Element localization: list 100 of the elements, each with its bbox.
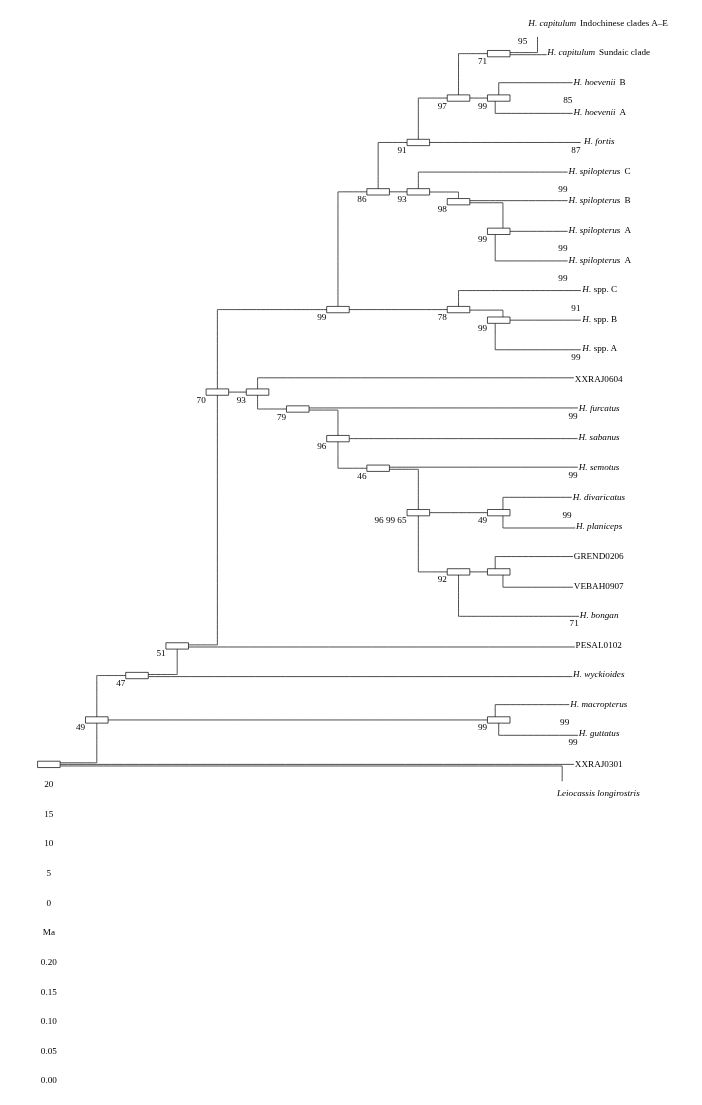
node-text: H. spilopterus C [568,165,631,176]
connector [59,722,98,764]
node-bar [406,188,430,196]
node-label: 99 [568,411,578,422]
node-bar [406,138,430,146]
node-bar [326,435,350,443]
connector [458,53,488,96]
connector [337,191,368,307]
label: 5 [46,868,52,879]
node-label: 93 [236,394,246,405]
node-text: H. planiceps [575,521,623,532]
label: 0 [46,897,52,908]
connector [389,468,419,510]
connector [188,646,576,648]
node-label: 49 [76,722,86,733]
node-bar [446,94,471,102]
connector [429,512,488,513]
label: 0.15 [40,986,57,997]
node-bar [446,306,471,314]
node-text: H. bongan [579,610,619,621]
connector [494,556,574,569]
connector [469,97,488,99]
connector [494,323,582,351]
node-label: 99 [317,312,327,323]
node-label: 71 [569,618,579,629]
connector [418,515,448,573]
connector [389,466,579,468]
connector [509,54,547,56]
node-label: 91 [571,302,581,313]
label: 0.05 [40,1045,57,1056]
label: 15 [44,808,54,819]
node-text: H. semotus [578,461,620,472]
label: Ma [42,927,55,938]
connector [107,719,488,721]
node-bar [487,316,511,324]
node-label: 99 [562,509,572,520]
node-label: 46 [357,470,367,481]
node-label: 99 [560,717,570,728]
node-bar [406,509,430,517]
connector [418,171,568,189]
node-text: GREND0206 [573,551,624,562]
node-label: 99 [571,351,581,362]
node-label: 99 [558,243,568,254]
node-text: H. capitulum Sundaic clade [547,47,651,58]
node-text: H. furcatus [578,402,620,413]
node-text: H. spilopterus B [568,195,631,206]
node-label: 93 [397,194,407,205]
node-label: 78 [437,312,447,323]
connector [458,574,580,617]
node-bar [37,760,61,768]
connector [469,200,568,201]
node-bar [286,405,310,413]
node-label: 87 [571,144,581,155]
node-text: H. wyckioides [573,669,625,680]
connector [494,100,574,114]
node-label: 99 [568,736,578,747]
node-label: 96 99 65 [374,515,407,526]
node-bar [446,198,471,206]
node-label: 47 [116,678,126,689]
node-text: H. guttatus [578,728,620,739]
node-bar [165,642,189,650]
connector [96,675,126,718]
connector [458,290,582,307]
connector [257,377,575,390]
connector [509,36,538,53]
connector [429,142,582,143]
connector [498,722,579,736]
node-bar [487,568,511,576]
node-bar [326,306,350,314]
node-bar [366,464,390,472]
connector [348,309,448,310]
node-bar [446,568,471,576]
connector [377,142,408,189]
node-bar [487,716,511,724]
node-label: 71 [477,56,488,67]
node-text: PESAL0102 [575,640,622,651]
node-bar [245,388,270,396]
node-text: H. spilopterus A [568,254,632,265]
node-label: 85 [563,95,573,106]
connector [337,441,368,469]
label: 0.00 [40,1075,57,1086]
node-text: H. hoevenii A [573,106,627,117]
connector [148,676,573,677]
label: 0.20 [40,956,57,967]
connector [188,394,218,646]
node-text: Leiocassis longirostris [556,787,640,798]
node-text: VEBAH0907 [573,581,624,592]
node-label: 97 [437,100,447,111]
connector [349,438,578,439]
node-text: H. spilopterus A [568,225,632,236]
node-text: H. fortis [584,136,615,147]
connector [217,309,327,390]
node-label: 96 [317,441,327,452]
node-label: 99 [477,100,488,111]
connector [257,395,287,410]
node-bar [205,388,229,396]
node-label: 99 [477,722,488,733]
node-text: H. hoevenii B [573,76,626,87]
node-bar [366,188,390,196]
node-label: 98 [437,204,447,215]
